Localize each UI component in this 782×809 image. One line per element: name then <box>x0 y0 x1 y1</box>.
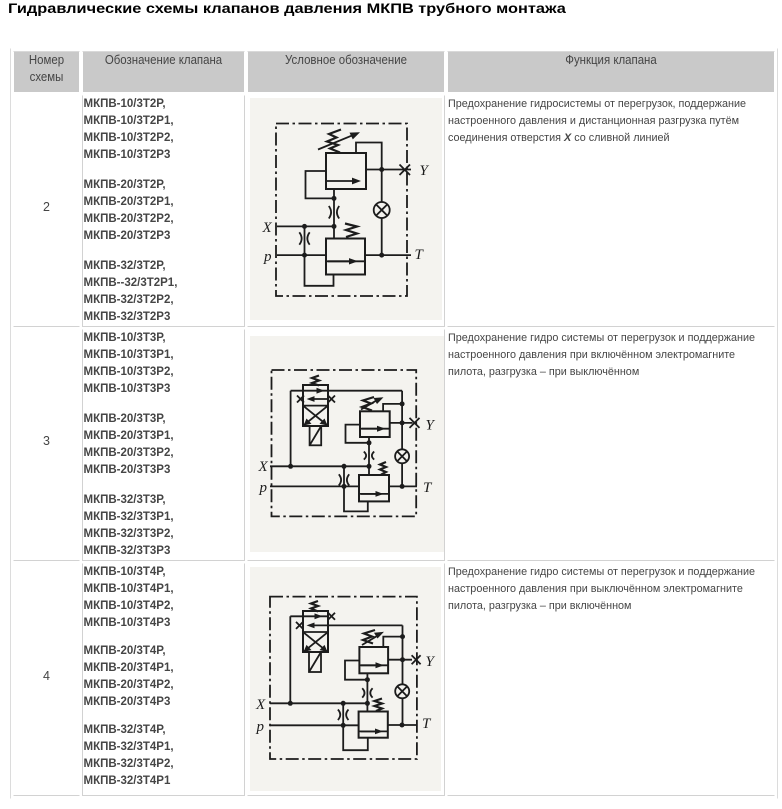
svg-text:Y: Y <box>426 418 436 434</box>
svg-text:p: p <box>256 719 265 735</box>
svg-text:X: X <box>262 220 273 236</box>
svg-text:T: T <box>415 247 425 263</box>
svg-text:p: p <box>263 249 272 265</box>
svg-text:Y: Y <box>426 654 436 670</box>
svg-text:T: T <box>423 480 433 496</box>
svg-text:T: T <box>422 716 432 732</box>
svg-text:X: X <box>255 697 266 713</box>
svg-text:p: p <box>259 480 268 496</box>
svg-text:X: X <box>258 459 269 475</box>
svg-text:Y: Y <box>420 163 430 179</box>
